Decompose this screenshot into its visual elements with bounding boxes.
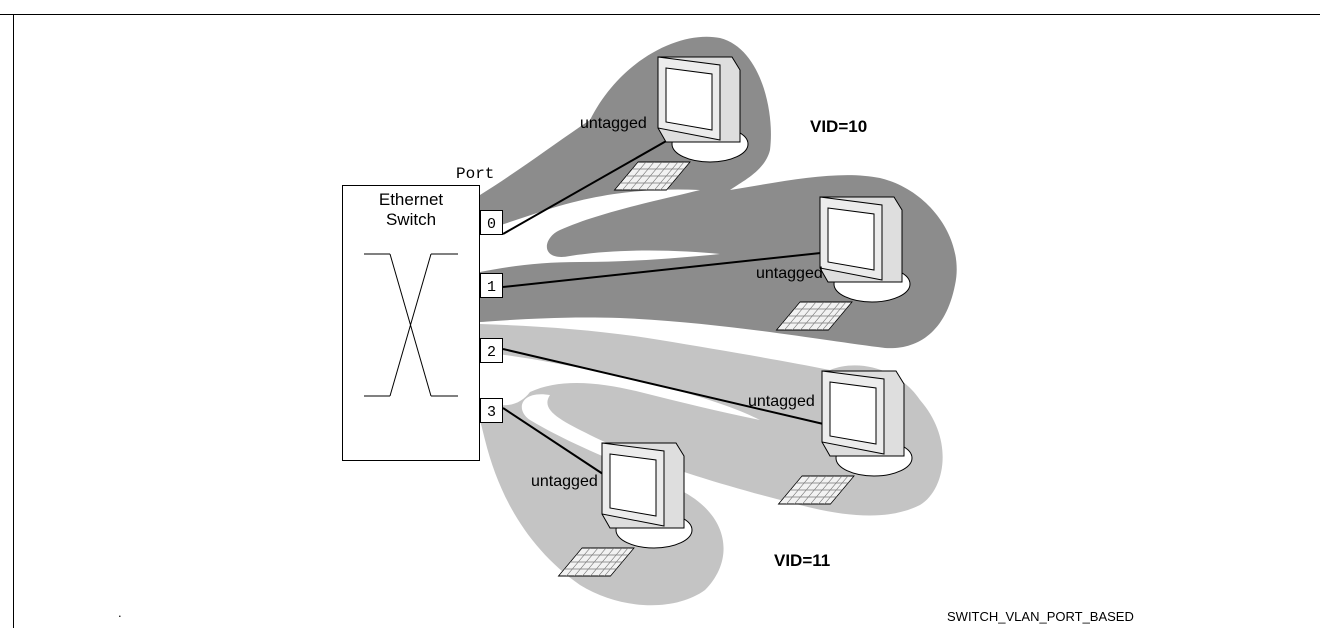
vlan10-label: VID=10 [810, 117, 867, 136]
link-label-port-2: untagged [748, 393, 815, 410]
port-2: 2 [480, 338, 503, 363]
port-header: Port [456, 165, 494, 183]
port-1-label: 1 [487, 279, 496, 296]
link-port-3 [502, 407, 613, 481]
port-3-label: 3 [487, 404, 496, 421]
link-port-0 [502, 139, 669, 235]
port-0-label: 0 [487, 216, 496, 233]
link-port-1 [502, 251, 831, 288]
port-2-label: 2 [487, 344, 496, 361]
switch-title-line1: Ethernet [379, 190, 444, 209]
switch-title-line2: Switch [386, 210, 436, 229]
vlan11-label: VID=11 [774, 551, 830, 570]
port-3: 3 [480, 398, 503, 423]
port-1: 1 [480, 273, 503, 298]
link-label-port-1: untagged [756, 265, 823, 282]
diagram-caption: SWITCH_VLAN_PORT_BASED [947, 609, 1134, 624]
corner-mark: . [118, 605, 122, 620]
link-label-port-3: untagged [531, 473, 598, 490]
link-label-port-0: untagged [580, 115, 647, 132]
port-0: 0 [480, 210, 503, 235]
link-port-2 [502, 348, 833, 427]
switch-crossbar-icon [364, 253, 458, 397]
